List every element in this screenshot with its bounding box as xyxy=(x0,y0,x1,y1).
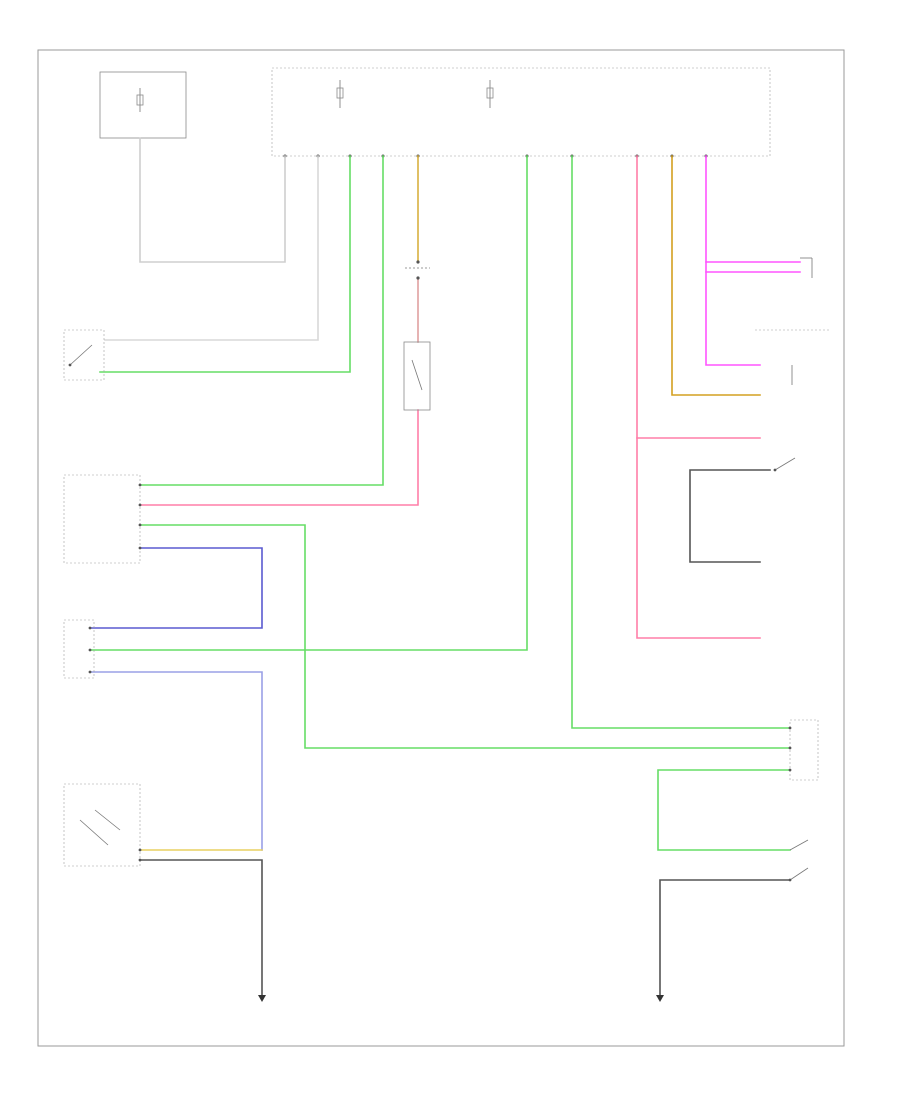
wire-blue-2 xyxy=(89,671,263,851)
left-module-a xyxy=(63,474,142,564)
top-left-box xyxy=(99,71,187,139)
wire-gray-2 xyxy=(104,155,319,341)
fuse-icon xyxy=(336,80,344,108)
wire-gray-1 xyxy=(139,137,286,263)
right-connector xyxy=(788,719,819,781)
right-switch-a xyxy=(773,457,796,472)
right-bottom-switch xyxy=(788,839,809,882)
wire-blue-1 xyxy=(89,547,263,629)
wire-pink-1 xyxy=(139,409,419,506)
wire-green-1 xyxy=(99,155,351,373)
left-sensor xyxy=(63,783,142,867)
fuse-icon xyxy=(486,80,494,108)
wire-black-1 xyxy=(689,469,771,563)
wire-black-3 xyxy=(659,879,791,996)
left-switch xyxy=(63,329,105,381)
ground-right-icon xyxy=(656,995,664,1002)
right-block-b xyxy=(755,329,830,385)
mid-connector xyxy=(405,260,430,280)
wire-magenta-1 xyxy=(705,155,801,263)
left-module-b xyxy=(63,619,95,679)
wire-green-4 xyxy=(139,524,791,749)
wire-green-3 xyxy=(89,155,528,651)
top-right-box xyxy=(271,67,771,157)
wire-pink-2 xyxy=(636,155,761,639)
right-block-a xyxy=(800,257,813,278)
wire-green-6 xyxy=(657,769,791,851)
wire-black-2 xyxy=(139,859,263,996)
wire-yellow-1 xyxy=(671,155,761,396)
wire-green-5 xyxy=(571,155,791,729)
wire-green-2 xyxy=(139,155,384,486)
mid-resistor xyxy=(403,341,431,411)
ground-left-icon xyxy=(258,995,266,1002)
wire-magenta-3 xyxy=(705,261,761,366)
fuse-icon xyxy=(136,88,144,112)
diagram-frame xyxy=(37,49,845,1047)
